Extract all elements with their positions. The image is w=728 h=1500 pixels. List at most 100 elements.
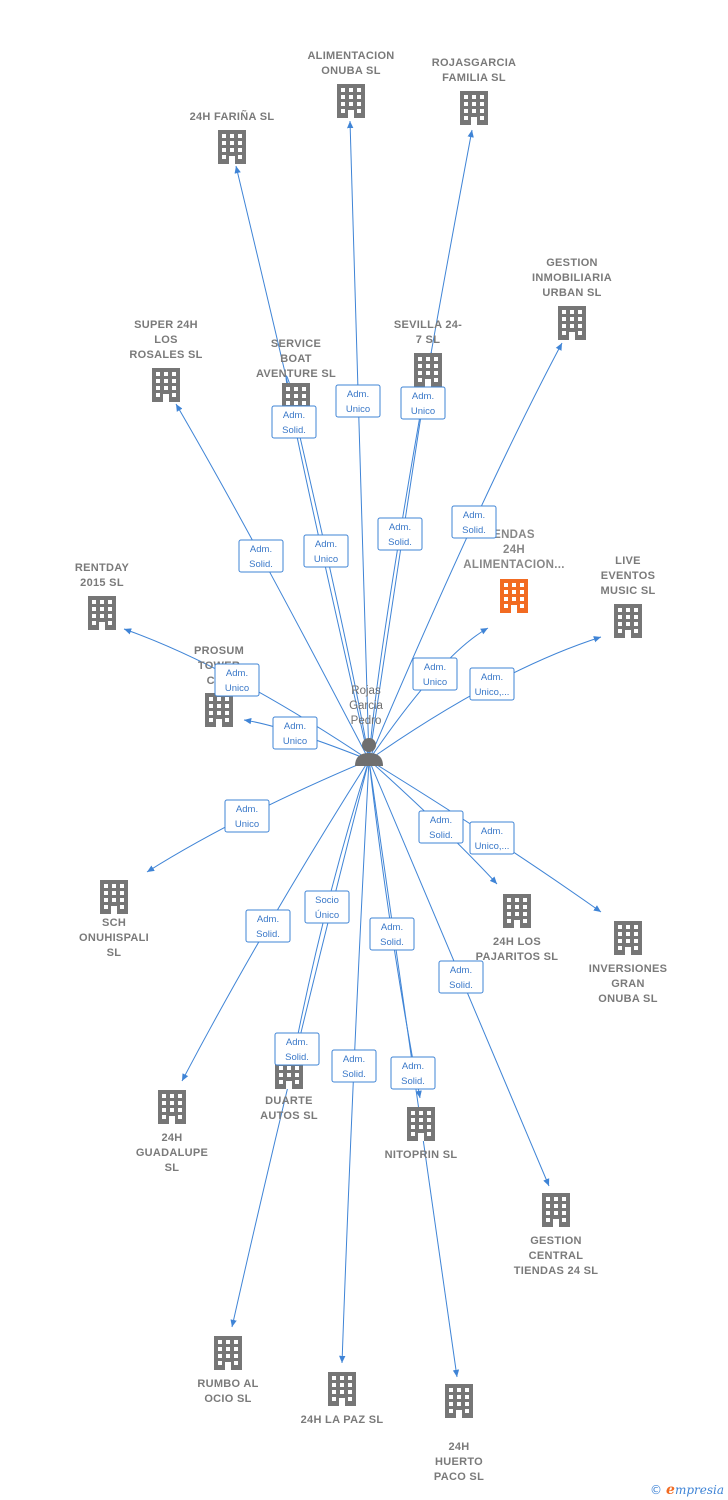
edge-label-box	[274, 1032, 320, 1066]
edge-label-rojasgarcia-familia[interactable]: Adm.Solid.	[377, 517, 423, 551]
edge-label-tiendas-24h-alimentacion[interactable]: Adm.Unico	[412, 657, 458, 691]
edge-label-24h-farina[interactable]: Adm.Unico	[303, 534, 349, 568]
company-name: 24H FARIÑA SL	[190, 110, 275, 123]
edge-label-text: Adm.	[481, 672, 503, 683]
edge-label-text: Unico	[346, 404, 370, 415]
building-icon	[500, 579, 528, 613]
company-name: FAMILIA SL	[442, 72, 506, 84]
edge-label-box	[224, 799, 270, 833]
edge-super-24h-los-rosales	[175, 403, 370, 761]
edge-label-text: Adm.	[286, 1037, 308, 1048]
edge-label-inversiones-gran-onuba[interactable]: Adm.Unico,...	[469, 821, 515, 855]
company-node-nitoprin[interactable]: NITOPRIN SL	[385, 1107, 458, 1161]
edge-label-rumbo-al-ocio[interactable]: Adm.Solid.	[274, 1032, 320, 1066]
edge-label-box	[469, 821, 515, 855]
edge-label-text: Adm.	[347, 389, 369, 400]
edge-label-live-eventos-music[interactable]: Adm.Unico,...	[469, 667, 515, 701]
edge-label-sch-onuhispali[interactable]: Adm.Unico	[224, 799, 270, 833]
company-name: 24H	[448, 1441, 469, 1453]
edge-label-box	[369, 917, 415, 951]
edge-label-24h-los-pajaritos[interactable]: Adm.Solid.	[418, 810, 464, 844]
edge-label-box	[400, 386, 446, 420]
company-name: GESTION	[546, 257, 598, 269]
edge-label-gestion-central-tiendas-24[interactable]: Adm.Solid.	[438, 960, 484, 994]
edge-label-box	[303, 534, 349, 568]
edge-label-rentday-2015[interactable]: Adm.Unico	[214, 663, 260, 697]
company-name: TIENDAS 24 SL	[514, 1265, 599, 1277]
person-name: Rojas	[351, 685, 381, 697]
company-name: GRAN	[611, 978, 645, 990]
edge-label-text: Adm.	[389, 522, 411, 533]
company-name: INVERSIONES	[589, 963, 668, 975]
company-name: 2015 SL	[80, 577, 124, 589]
edge-label-text: Adm.	[424, 662, 446, 673]
company-node-24h-farina[interactable]: 24H FARIÑA SL	[190, 110, 275, 164]
edge-label-text: Adm.	[381, 922, 403, 933]
edge-label-box	[418, 810, 464, 844]
company-node-24h-la-paz[interactable]: 24H LA PAZ SL	[301, 1372, 384, 1426]
edge-label-text: Solid.	[282, 425, 306, 436]
edge-label-text: Único	[315, 910, 339, 921]
edge-label-nitoprin[interactable]: Adm.Solid.	[369, 917, 415, 951]
building-icon	[158, 1090, 186, 1124]
company-name: ONUHISPALI	[79, 932, 149, 944]
company-name: ALIMENTACION	[307, 50, 394, 62]
edge-label-text: Solid.	[249, 559, 273, 570]
edge-label-service-boat-aventure[interactable]: Adm.Solid.	[271, 405, 317, 439]
edge-label-super-24h-los-rosales[interactable]: Adm. Solid.	[238, 539, 284, 573]
edge-label-text: Adm.	[481, 826, 503, 837]
edge-label-text: Unico	[314, 554, 338, 565]
company-name: NITOPRIN SL	[385, 1149, 458, 1161]
edge-label-24h-guadalupe[interactable]: Adm.Solid.	[245, 909, 291, 943]
edge-label-box	[304, 890, 350, 924]
company-name: LOS	[154, 334, 178, 346]
edge-label-text: Adm.	[236, 804, 258, 815]
edge-label-text: Solid.	[256, 929, 280, 940]
edge-label-text: Adm.	[430, 815, 452, 826]
edge-label-24h-huerto-paco[interactable]: Adm.Solid.	[390, 1056, 436, 1090]
company-node-tiendas-24h-alimentacion[interactable]: ENDAS24HALIMENTACION...	[463, 529, 564, 613]
edge-label-gestion-inmobiliaria-urban[interactable]: Adm.Solid.	[451, 505, 497, 539]
edge-label-prosum-tower[interactable]: Adm.Unico	[272, 716, 318, 750]
edge-label-sevilla-24-7[interactable]: Adm.Unico	[400, 386, 446, 420]
edge-label-24h-la-paz[interactable]: Adm. Solid.	[331, 1049, 377, 1083]
company-node-sevilla-24-7[interactable]: SEVILLA 24-7 SL	[394, 319, 462, 387]
edge-label-text: Unico	[411, 406, 435, 417]
edge-labels-layer: Adm.UnicoAdm.Solid.Adm.UnicoAdm.Solid.Ad…	[214, 384, 515, 1090]
person-name: Garcia	[349, 700, 383, 712]
edge-label-text: Solid.	[342, 1069, 366, 1080]
edge-label-alimentacion-onuba[interactable]: Adm. Unico	[335, 384, 381, 418]
edge-label-text: Adm.	[402, 1061, 424, 1072]
edge-label-box	[335, 384, 381, 418]
edge-label-box	[214, 663, 260, 697]
edge-label-box	[272, 716, 318, 750]
person-icon	[355, 738, 383, 766]
edge-label-text: Adm.	[450, 965, 472, 976]
company-name: INMOBILIARIA	[532, 272, 612, 284]
edge-alimentacion-onuba	[346, 120, 370, 761]
edge-label-text: Adm.	[250, 544, 272, 555]
building-icon	[214, 1336, 242, 1370]
company-name: DUARTE	[265, 1095, 313, 1107]
brand-footer[interactable]: ©empresia	[650, 1482, 724, 1498]
edge-label-box	[245, 909, 291, 943]
edge-label-text: Adm.	[343, 1054, 365, 1065]
